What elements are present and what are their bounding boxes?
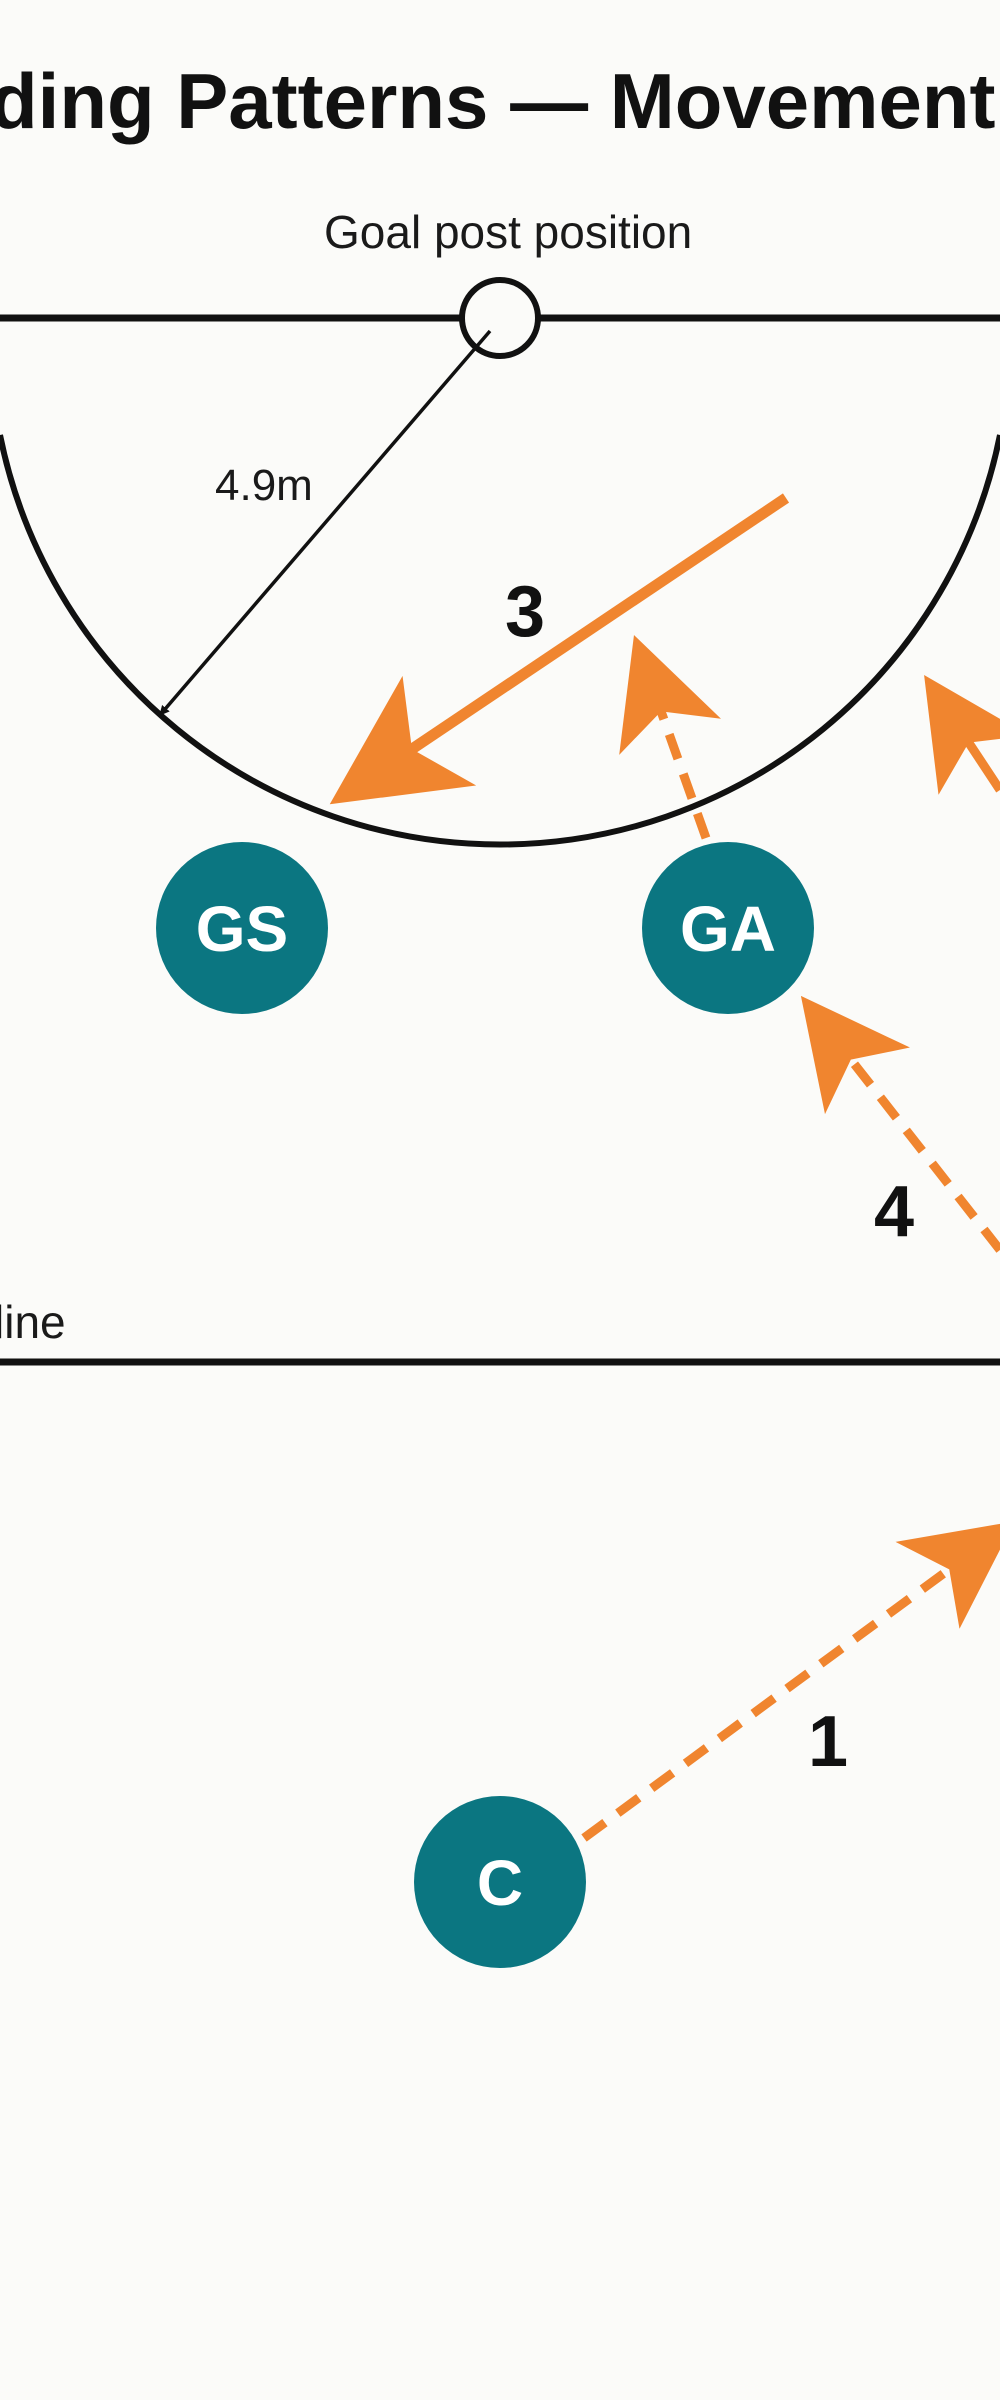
- player-gs[interactable]: GS: [156, 842, 328, 1014]
- step-4-label: 4: [874, 1172, 914, 1252]
- diagram-title: ding Patterns — Movement Seq: [0, 57, 1000, 145]
- shooting-circle: [0, 434, 1000, 848]
- player-gs-label: GS: [196, 893, 288, 965]
- radius-measure-label: 4.9m: [215, 461, 313, 510]
- step-3-label: 3: [505, 572, 545, 652]
- player-ga[interactable]: GA: [642, 842, 814, 1014]
- player-c[interactable]: C: [414, 1796, 586, 1968]
- step-1-label: 1: [808, 1702, 848, 1782]
- player-ga-label: GA: [680, 893, 776, 965]
- goal-post-label: Goal post position: [324, 206, 692, 258]
- line-label: line: [0, 1296, 66, 1348]
- step-4-arrow: [800, 995, 1000, 1253]
- player-gs-token: [156, 842, 328, 1014]
- radius-measure-arrow: [158, 329, 492, 717]
- player-ga-token: [642, 842, 814, 1014]
- player-c-token: [414, 1796, 586, 1968]
- step-3-arrow: [329, 493, 790, 805]
- ga-cut-arrow: [619, 635, 721, 840]
- goal-post-icon: [459, 277, 541, 359]
- player-c-label: C: [477, 1847, 523, 1919]
- right-lead-arrow: [924, 674, 1000, 795]
- step-1-arrow: [581, 1521, 1000, 1842]
